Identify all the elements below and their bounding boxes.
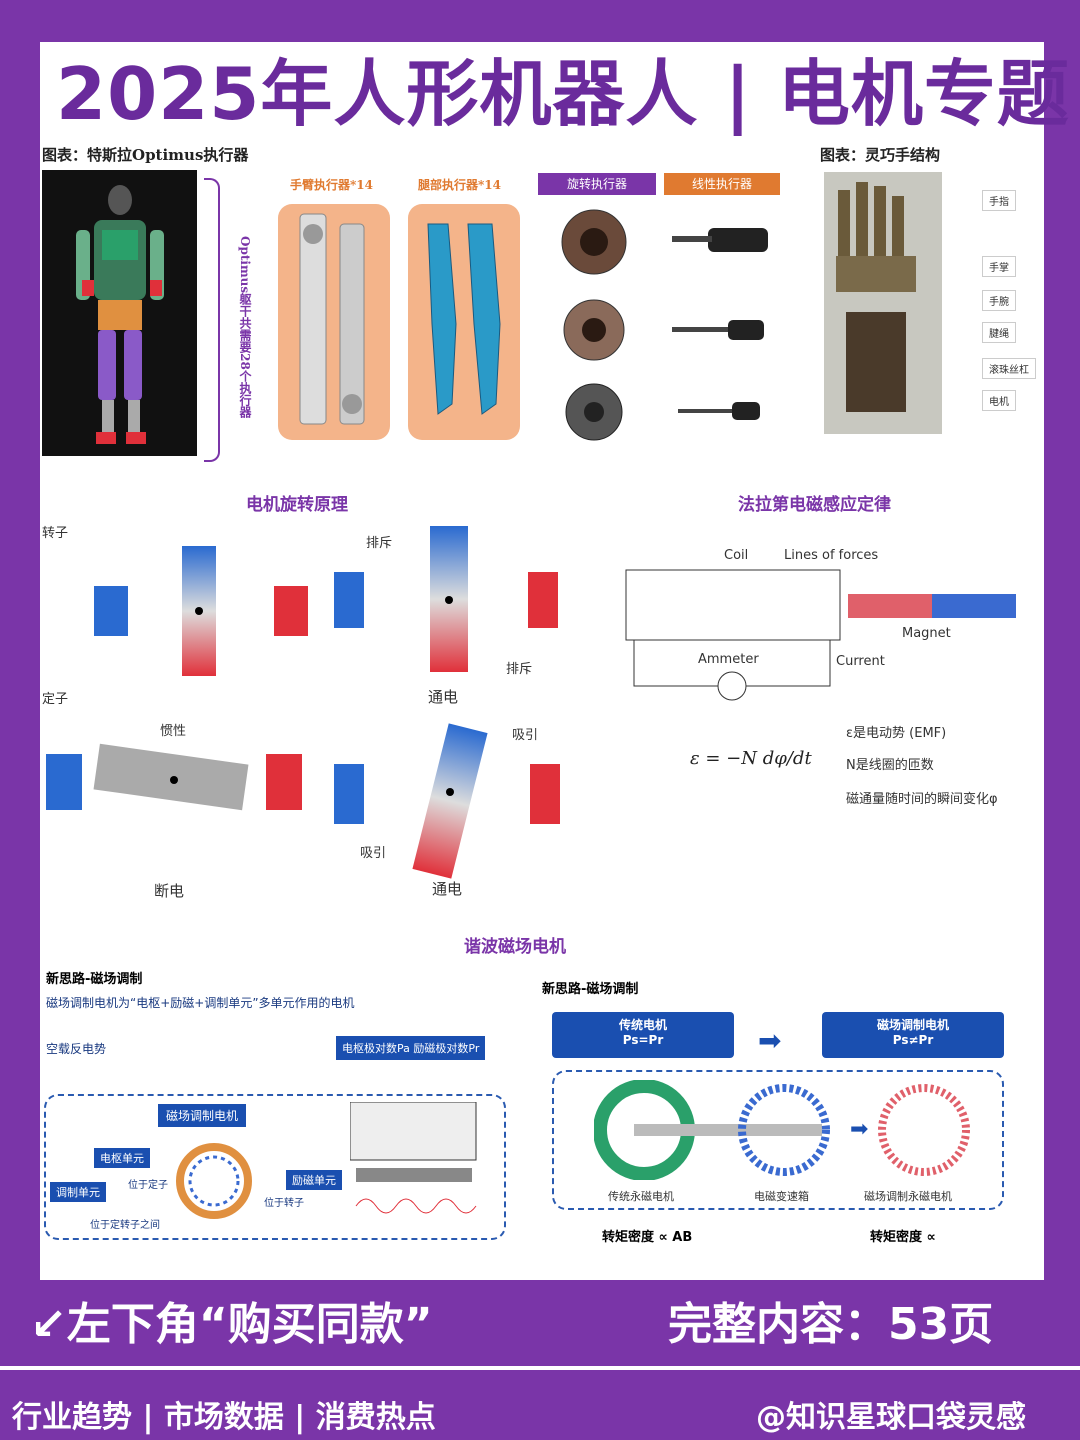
diagram-title: 磁场调制电机 [158, 1104, 247, 1127]
svg-text:➡: ➡ [850, 1117, 868, 1142]
lines-label: Lines of forces [784, 548, 879, 563]
power-on-label: 通电 [428, 688, 459, 706]
magnet-label: Magnet [902, 626, 951, 641]
pic-caption: 传统永磁电机 [608, 1190, 674, 1203]
unit-label: 调制单元 [50, 1182, 106, 1202]
current-label: Current [836, 654, 885, 669]
right-panel: 新思路-磁场调制 传统电机 Ps=Pr ➡ 磁场调制电机 Ps≠Pr ➡ 传统永… [540, 970, 1040, 1260]
faraday-diagram: Coil Lines of forces Magnet Ammeter Curr… [622, 540, 1042, 710]
dexterous-hand-image [824, 172, 942, 434]
footer-handle: @知识星球口袋灵感 [756, 1400, 1026, 1435]
hand-part: 手掌 [982, 256, 1016, 277]
pic-caption: 电磁变速箱 [754, 1190, 809, 1203]
buy-hint[interactable]: ↙左下角“购买同款” [30, 1299, 433, 1350]
linear-actuators-image [668, 206, 780, 446]
leg-actuator-image [408, 204, 520, 440]
traditional-label: 传统电机 [618, 1018, 667, 1032]
emf-note: ε是电动势 (EMF) [846, 726, 947, 741]
pic-caption: 磁场调制永磁电机 [864, 1190, 952, 1203]
arrow-icon: ➡ [758, 1024, 782, 1057]
attract-label: 吸引 [512, 728, 539, 743]
bottom-bar [0, 1280, 1080, 1366]
unit-note: 位于定子 [128, 1180, 168, 1191]
motor-rotation-diagram: 转子 定子 排斥 排斥 通电 惯性 吸引 吸引 断电 通电 [40, 516, 600, 908]
left-panel: 新思路-磁场调制 磁场调制电机为“电枢+励磁+调制单元”多单元作用的电机 空载反… [40, 962, 510, 1252]
traditional-box: 传统电机 Ps=Pr [552, 1012, 734, 1058]
modulated-eq: Ps≠Pr [892, 1033, 934, 1047]
faraday-title: 法拉第电磁感应定律 [738, 495, 891, 515]
ammeter-label: Ammeter [698, 652, 759, 667]
unit-label: 电枢单元 [94, 1148, 150, 1168]
emf-note: 磁通量随时间的瞬间变化φ [846, 792, 998, 807]
repel-label: 排斥 [506, 662, 533, 677]
faraday-formula: ε = −N dφ/dt [690, 748, 812, 769]
left-box: 电枢极对数Pa 励磁极对数Pr [336, 1036, 486, 1060]
page-title: 2025年人形机器人 | 电机专题 [56, 52, 1070, 136]
rotary-actuators-image [548, 206, 648, 446]
rotor-label: 转子 [42, 526, 69, 541]
arm-actuator-image [278, 204, 390, 440]
left-heading: 新思路-磁场调制 [46, 972, 143, 987]
unit-note: 位于转子 [264, 1198, 304, 1209]
power-off-label: 断电 [154, 882, 185, 900]
footer-tags: 行业趋势 | 市场数据 | 消费热点 [12, 1400, 436, 1435]
unit-note: 位于定转子之间 [90, 1220, 160, 1231]
traditional-eq: Ps=Pr [622, 1033, 664, 1047]
hand-part: 手腕 [982, 290, 1016, 311]
hand-part: 腱绳 [982, 322, 1016, 343]
hand-part: 手指 [982, 190, 1016, 211]
power-on-label: 通电 [432, 880, 463, 898]
modulated-label: 磁场调制电机 [876, 1018, 949, 1032]
hand-callouts: 手指 手掌 手腕 腱绳 滚珠丝杠 电机 [942, 190, 1042, 420]
torque-2: 转矩密度 ∝ [870, 1230, 936, 1245]
bracket [204, 178, 220, 462]
caption-hand: 图表：灵巧手结构 [820, 146, 941, 164]
left-bullet: 空载反电势 [46, 1042, 107, 1056]
hand-part: 电机 [982, 390, 1016, 411]
caption-optimus: 图表：特斯拉Optimus执行器 [42, 146, 249, 164]
arm-label: 手臂执行器*14 [290, 178, 373, 192]
footer [0, 1366, 1080, 1440]
unit-label: 励磁单元 [286, 1170, 342, 1190]
vertical-note: Optimus躯干共需要28个执行器 [238, 236, 252, 418]
attract-label: 吸引 [360, 846, 387, 861]
optimus-image [42, 170, 197, 456]
modulation-diagram: 磁场调制电机 电枢单元 调制单元 励磁单元 位于定子 位于转子 位于定转子之间 [44, 1094, 506, 1240]
right-heading: 新思路-磁场调制 [542, 982, 639, 997]
hand-part: 滚珠丝杠 [982, 358, 1036, 379]
leg-label: 腿部执行器*14 [418, 178, 501, 192]
coil-label: Coil [724, 548, 749, 563]
torque-1: 转矩密度 ∝ AB [602, 1230, 693, 1245]
motor-rotation-title: 电机旋转原理 [246, 495, 348, 515]
emf-note: N是线圈的匝数 [846, 758, 934, 773]
modulated-box: 磁场调制电机 Ps≠Pr [822, 1012, 1004, 1058]
comparison-box: ➡ 传统永磁电机 电磁变速箱 磁场调制永磁电机 [552, 1070, 1004, 1210]
linear-pill: 线性执行器 [664, 173, 780, 195]
inertia-label: 惯性 [160, 724, 187, 739]
stator-label: 定子 [42, 692, 69, 707]
left-bullet: 磁场调制电机为“电枢+励磁+调制单元”多单元作用的电机 [46, 996, 355, 1010]
rotary-pill: 旋转执行器 [538, 173, 656, 195]
page-count: 完整内容：53页 [668, 1299, 994, 1350]
harmonic-motor-title: 谐波磁场电机 [464, 937, 566, 957]
repel-label: 排斥 [366, 536, 393, 551]
